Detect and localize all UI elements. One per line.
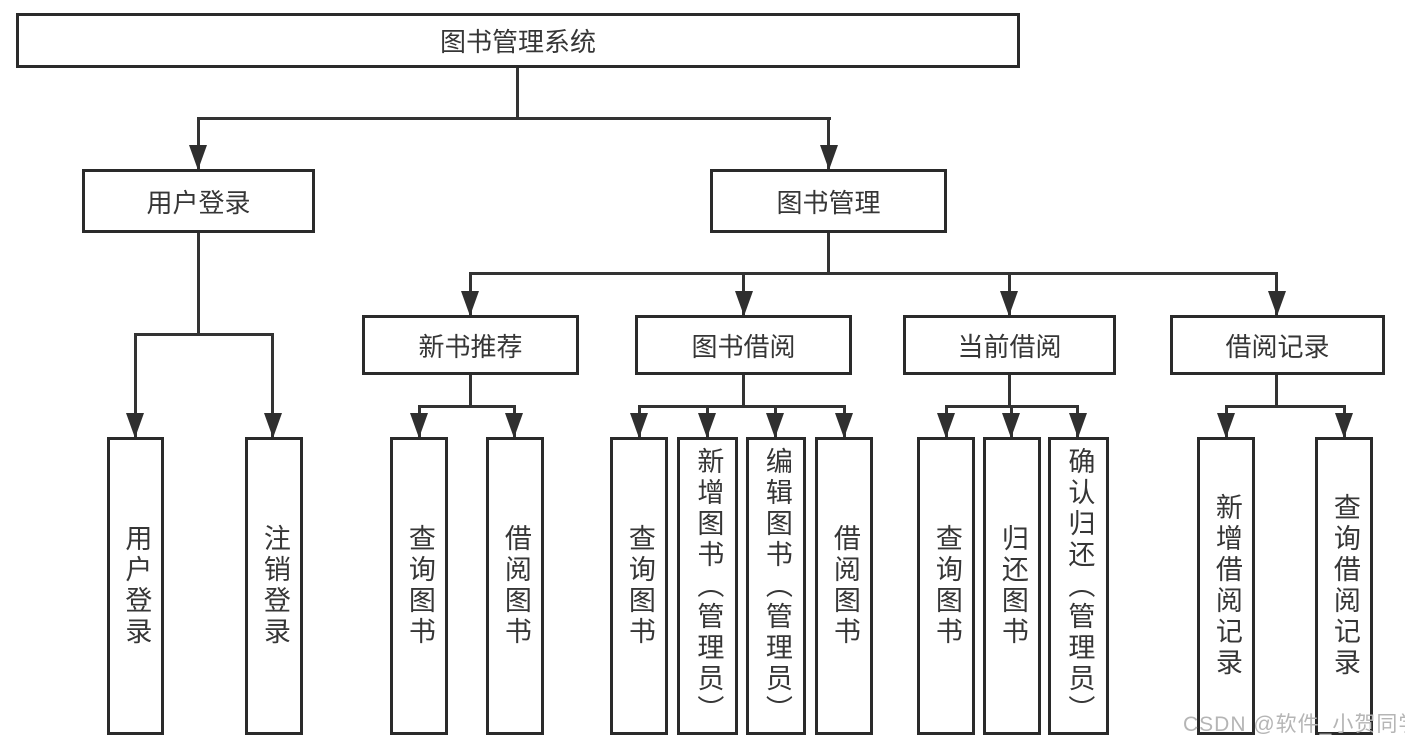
leaf-user-login: 用户登录 <box>107 437 164 735</box>
arrow-down-icon <box>1000 291 1018 316</box>
leaf-label: 借阅图书 <box>500 524 531 648</box>
leaf-confirm-return-admin: 确认归还（管理员） <box>1048 437 1109 735</box>
connector-line <box>1008 375 1011 408</box>
leaf-label: 编辑图书（管理员） <box>761 446 792 726</box>
connector-line <box>638 405 845 408</box>
node-user-login: 用户登录 <box>82 169 315 233</box>
arrow-down-icon <box>630 413 648 438</box>
leaf-logout: 注销登录 <box>245 437 303 735</box>
connector-line <box>1275 375 1278 408</box>
arrow-down-icon <box>766 413 784 438</box>
leaf-label: 新增借阅记录 <box>1211 493 1242 679</box>
leaf-label: 注销登录 <box>259 524 290 648</box>
node-label: 借阅记录 <box>1225 331 1330 362</box>
leaf-label: 查询借阅记录 <box>1329 493 1360 679</box>
arrow-down-icon <box>410 413 428 438</box>
connector-line <box>516 66 519 120</box>
arrow-down-icon <box>189 145 207 170</box>
leaf-edit-books-admin: 编辑图书（管理员） <box>746 437 806 735</box>
connector-line <box>134 333 274 336</box>
leaf-label: 归还图书 <box>997 524 1028 648</box>
node-borrowing-records: 借阅记录 <box>1170 315 1385 375</box>
connector-line <box>197 117 200 169</box>
node-book-management: 图书管理 <box>710 169 947 233</box>
connector-line <box>827 117 830 169</box>
arrow-down-icon <box>735 291 753 316</box>
arrow-down-icon <box>1268 291 1286 316</box>
leaf-query-books-1: 查询图书 <box>390 437 448 735</box>
connector-line <box>827 233 830 275</box>
arrow-down-icon <box>1069 413 1087 438</box>
leaf-query-borrow-record: 查询借阅记录 <box>1315 437 1373 735</box>
arrow-down-icon <box>461 291 479 316</box>
node-label: 图书借阅 <box>691 331 796 362</box>
leaf-borrow-books-1: 借阅图书 <box>486 437 544 735</box>
leaf-label: 查询图书 <box>624 524 655 648</box>
leaf-return-books: 归还图书 <box>983 437 1041 735</box>
node-label: 用户登录 <box>146 187 251 218</box>
connector-line <box>418 405 516 408</box>
node-book-borrowing: 图书借阅 <box>635 315 852 375</box>
connector-line <box>469 375 472 408</box>
node-current-borrowing: 当前借阅 <box>903 315 1116 375</box>
arrow-down-icon <box>1335 413 1353 438</box>
node-new-book-recommend: 新书推荐 <box>362 315 579 375</box>
node-label: 当前借阅 <box>957 331 1062 362</box>
arrow-down-icon <box>264 413 282 438</box>
connector-line <box>271 333 274 437</box>
arrow-down-icon <box>937 413 955 438</box>
arrow-down-icon <box>1217 413 1235 438</box>
leaf-query-books-2: 查询图书 <box>610 437 668 735</box>
connector-line <box>197 117 831 120</box>
node-label: 图书管理 <box>776 187 881 218</box>
arrow-down-icon <box>820 145 838 170</box>
leaf-add-books-admin: 新增图书（管理员） <box>677 437 738 735</box>
arrow-down-icon <box>505 413 523 438</box>
arrow-down-icon <box>1002 413 1020 438</box>
node-library-management-system: 图书管理系统 <box>16 13 1020 68</box>
arrow-down-icon <box>698 413 716 438</box>
node-label: 新书推荐 <box>418 331 523 362</box>
connector-line <box>742 375 745 408</box>
arrow-down-icon <box>126 413 144 438</box>
leaf-borrow-books-2: 借阅图书 <box>815 437 873 735</box>
leaf-label: 查询图书 <box>931 524 962 648</box>
leaf-label: 查询图书 <box>404 524 435 648</box>
connector-line <box>469 272 1278 275</box>
leaf-label: 用户登录 <box>121 524 152 648</box>
leaf-add-borrow-record: 新增借阅记录 <box>1197 437 1255 735</box>
arrow-down-icon <box>835 413 853 438</box>
node-label: 图书管理系统 <box>439 27 596 57</box>
leaf-query-books-3: 查询图书 <box>917 437 975 735</box>
connector-line <box>1225 405 1345 408</box>
connector-line <box>134 333 137 437</box>
leaf-label: 新增图书（管理员） <box>693 446 724 726</box>
watermark-text: CSDN @软件_小贺同学 <box>1183 713 1405 736</box>
connector-line <box>197 233 200 336</box>
leaf-label: 借阅图书 <box>829 524 860 648</box>
leaf-label: 确认归还（管理员） <box>1064 446 1095 726</box>
